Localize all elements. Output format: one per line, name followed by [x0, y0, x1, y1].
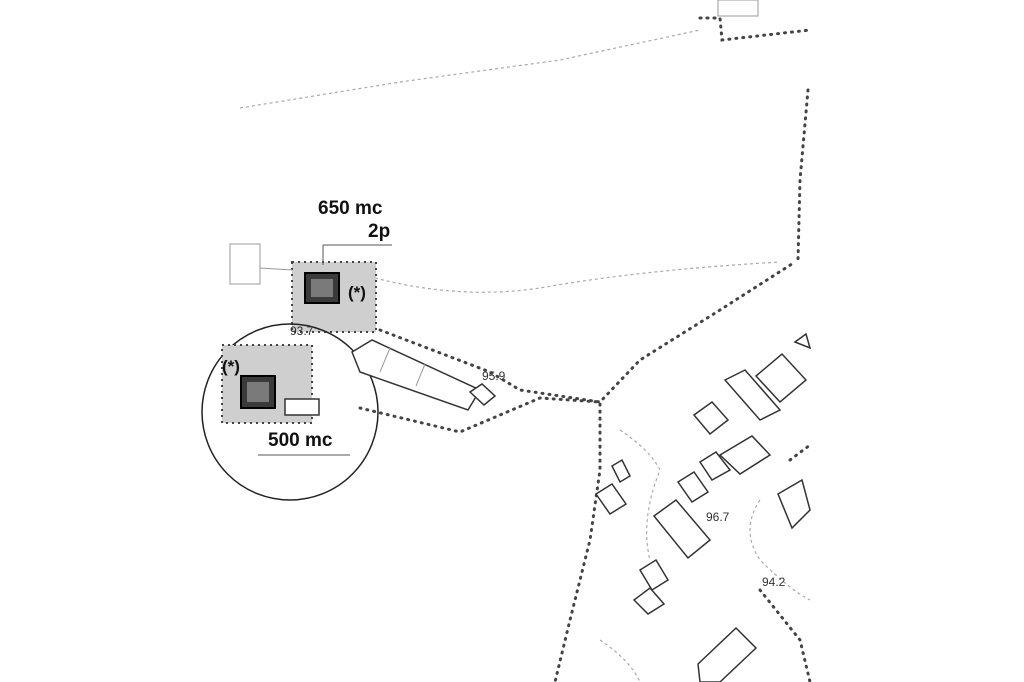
village-building-11 [638, 558, 670, 592]
plot-a-floors-label: 2p [368, 221, 390, 242]
village-building-7 [652, 498, 712, 560]
building-divider-1 [379, 347, 391, 373]
plot-b-area-label: 500 mc [268, 430, 333, 451]
village-path-2 [788, 443, 812, 462]
plot-a-building-inner [311, 279, 333, 297]
plot-b: (*) 500 mc 93.7 [201, 323, 379, 501]
plot-a-note: (*) [348, 283, 366, 302]
plot-a-area-label: 650 mc [318, 198, 383, 219]
plot-a: 650 mc 2p (*) [291, 198, 392, 333]
village-building-5 [698, 451, 732, 481]
boundary-right-edge [796, 88, 810, 262]
village-building-4 [718, 435, 772, 475]
village-building-12 [632, 586, 666, 615]
elevation-village-2: 94.2 [762, 575, 786, 589]
building-end [468, 383, 497, 406]
village-building-8 [777, 478, 811, 530]
village-building-14 [793, 332, 812, 350]
village-contour-2 [619, 429, 661, 561]
plot-b-small-building [284, 398, 320, 416]
village-building-2 [754, 352, 808, 404]
village-building-1 [723, 369, 782, 421]
road-buildings [351, 339, 497, 411]
plot-b-circle [201, 323, 379, 501]
contour-line-top [239, 29, 701, 109]
contour-line-mid [374, 261, 781, 293]
village-building-10 [611, 458, 631, 484]
building-long [351, 339, 482, 411]
village-building-13 [697, 626, 758, 682]
elevation-road: 95.9 [482, 369, 506, 383]
village-building-6 [676, 470, 710, 504]
plot-a-elevation: 93.7 [290, 324, 314, 338]
village-path-1 [758, 588, 812, 682]
main-boundary [378, 260, 797, 404]
boundary-lower [358, 396, 602, 682]
building-divider-2 [415, 363, 426, 387]
village-contour-1 [749, 499, 811, 601]
small-building-left [229, 243, 261, 285]
village-contour-3 [599, 639, 641, 682]
village [594, 332, 812, 682]
building-top [717, 0, 759, 17]
village-building-3 [692, 400, 730, 436]
connector-line [259, 267, 293, 271]
plot-b-building-inner [247, 382, 269, 402]
plot-b-note: (*) [222, 357, 240, 376]
boundary-top-right [698, 16, 812, 42]
village-building-9 [594, 482, 628, 516]
elevation-village-1: 96.7 [706, 510, 730, 524]
